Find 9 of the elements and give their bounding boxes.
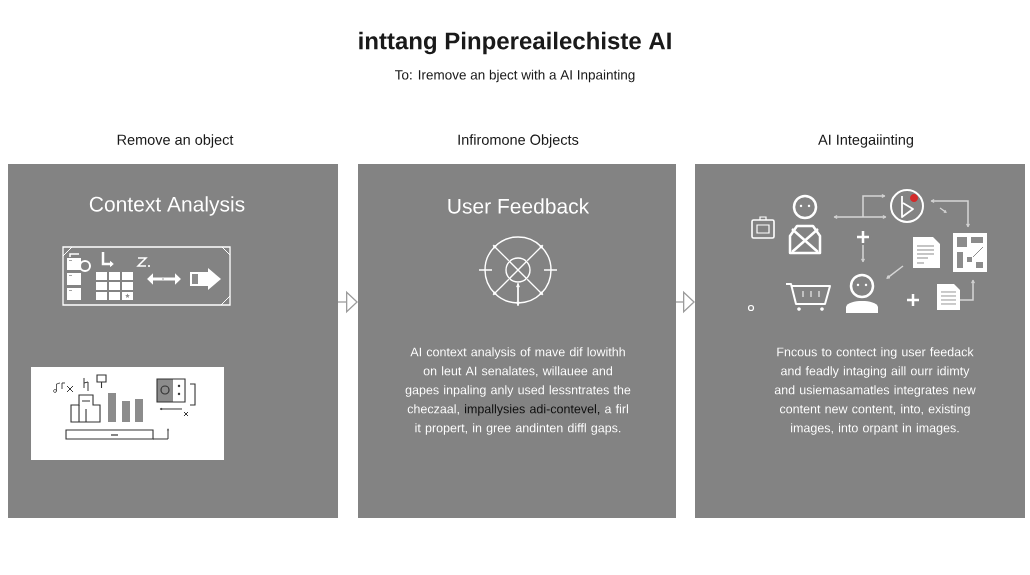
subtitle: To: Iremove an bject with a AI Inpainting	[395, 69, 635, 83]
paragraph: AI context analysis of mave dif lowithh on leut AI senalates, willauee and gapes inpaling anly used lessntrates the checzaal, impallysies adi-contevel, a firl it propert, in gree andinten diffl gaps.	[405, 347, 631, 435]
title: inttang Pinpereailechiste AI	[359, 31, 671, 55]
panel-heading: Remove an object	[117, 134, 234, 148]
panel-title: Context Analysis	[89, 196, 245, 216]
panel-title: User Feedback	[448, 198, 590, 214]
panel-heading: AI Integaiinting	[818, 134, 913, 148]
panel-heading: Infiromone Objects	[458, 134, 579, 148]
paragraph: Fncous to contect ing user feedack and feadly intaging aill ourr idimty and usiemasamatles integrates new content new content, into, existing images, into orpant in images.	[774, 347, 976, 435]
